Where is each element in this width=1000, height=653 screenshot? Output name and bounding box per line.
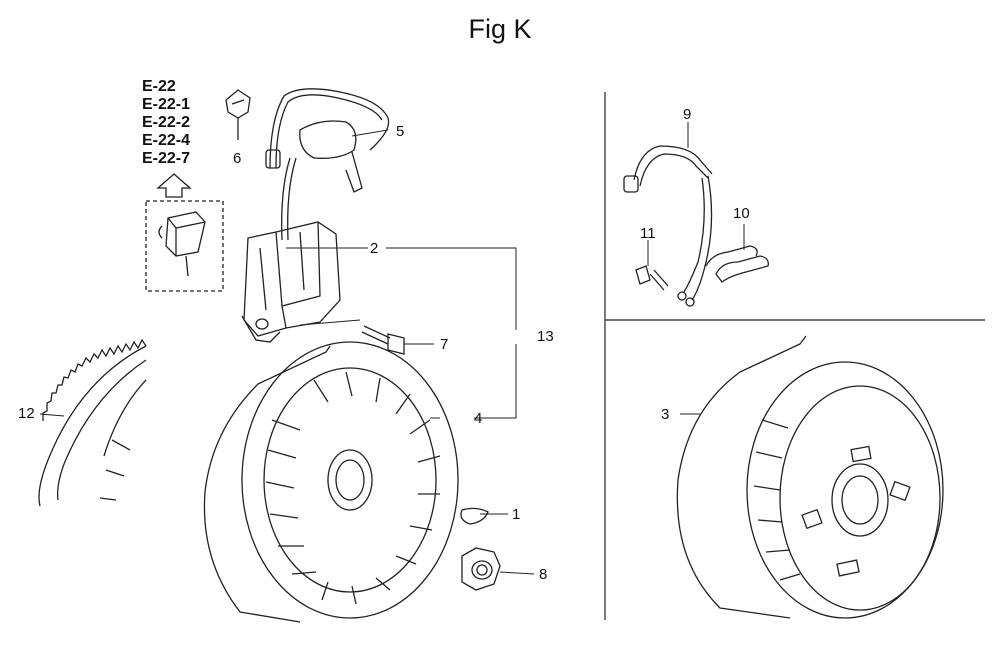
alternate-coil-box	[145, 200, 224, 292]
callout-9: 9	[683, 106, 691, 123]
key-part-1	[460, 507, 489, 525]
callout-4: 4	[474, 410, 482, 427]
callout-5: 5	[396, 123, 404, 140]
callout-10: 10	[733, 205, 750, 222]
flywheel-part-3	[676, 335, 944, 619]
bolt-part-7	[361, 325, 405, 355]
reference-item: E-22-1	[142, 96, 191, 113]
callout-2: 2	[370, 240, 378, 257]
wire-harness-part-9	[623, 145, 713, 307]
reference-item: E-22-7	[142, 150, 191, 167]
callout-12: 12	[18, 405, 35, 422]
callout-13: 13	[537, 328, 554, 345]
flywheel-part-4	[203, 341, 459, 623]
callout-3: 3	[661, 406, 669, 423]
clip-part-6	[225, 89, 251, 140]
clamp-part-10	[705, 245, 769, 283]
reference-list: E-22 E-22-1 E-22-2 E-22-4 E-22-7	[142, 78, 190, 168]
spark-plug-boot-part-5	[265, 88, 390, 241]
callout-8: 8	[539, 566, 547, 583]
reference-item: E-22-2	[142, 114, 191, 131]
nut-part-8	[461, 547, 501, 591]
ring-gear-part-12	[38, 338, 147, 507]
leader-lines	[39, 122, 745, 575]
callout-6: 6	[233, 150, 241, 167]
figure-title: Fig K	[468, 14, 532, 44]
callout-1: 1	[512, 506, 520, 523]
callout-11: 11	[640, 225, 656, 242]
callout-7: 7	[440, 336, 448, 353]
ignition-coil-part-2	[241, 221, 341, 343]
alternate-coil-icon	[158, 211, 206, 277]
reference-item: E-22-4	[142, 132, 191, 149]
screw-part-11	[635, 265, 669, 291]
up-arrow-icon	[156, 173, 192, 198]
reference-item: E-22	[142, 78, 176, 95]
